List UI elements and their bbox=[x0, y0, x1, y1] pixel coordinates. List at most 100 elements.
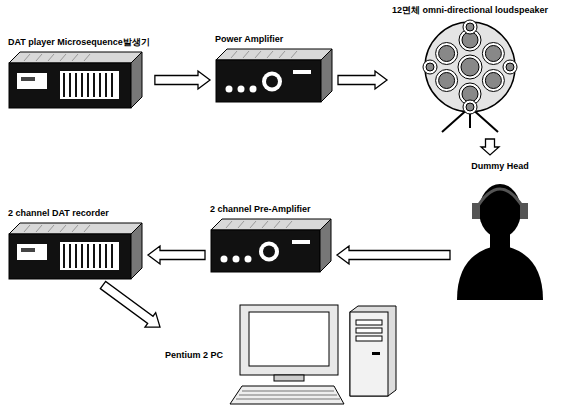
button-slot bbox=[69, 244, 71, 268]
head bbox=[479, 184, 521, 238]
button-slot bbox=[75, 244, 77, 268]
vent-line bbox=[24, 225, 30, 232]
button-slot bbox=[69, 73, 71, 97]
tower-side bbox=[350, 306, 396, 396]
display-window bbox=[17, 244, 47, 260]
device-illustration bbox=[226, 302, 401, 407]
key-row bbox=[242, 391, 334, 392]
headphone-band bbox=[476, 189, 524, 209]
button-slot bbox=[99, 244, 101, 268]
tower-front bbox=[350, 312, 388, 396]
dummy-head-figure bbox=[457, 184, 543, 300]
driver-ring bbox=[503, 60, 517, 74]
device-node: 12면체 omni-directional loudspeaker bbox=[392, 4, 548, 134]
device-label: 2 channel DAT recorder bbox=[8, 207, 109, 219]
ear-microphone bbox=[520, 203, 528, 219]
button-slot bbox=[93, 73, 95, 97]
block-arrow bbox=[481, 139, 499, 155]
amplifier-device bbox=[216, 49, 332, 102]
key-row bbox=[239, 395, 337, 396]
driver-ring bbox=[463, 100, 477, 114]
device-label: DAT player Microsequence발생기 bbox=[8, 36, 150, 48]
driver-cone bbox=[485, 46, 501, 62]
driver-ring bbox=[436, 70, 458, 92]
dat-device bbox=[9, 223, 142, 279]
drive-bay bbox=[356, 320, 382, 325]
vent-line bbox=[72, 225, 78, 232]
button-panel bbox=[60, 71, 119, 99]
amplifier-device bbox=[211, 219, 331, 272]
device-node: 2 channel Pre-Amplifier bbox=[210, 203, 332, 273]
vent-line bbox=[243, 51, 249, 58]
control-dot bbox=[221, 256, 228, 263]
driver-cone bbox=[466, 103, 474, 111]
device-top bbox=[211, 219, 331, 230]
vent-line bbox=[226, 221, 232, 228]
device-node: Pentium 2 PC bbox=[165, 302, 401, 407]
device-front bbox=[211, 230, 320, 272]
pc-figure bbox=[230, 305, 396, 404]
knob-center bbox=[266, 76, 278, 88]
button-slot bbox=[111, 73, 113, 97]
control-dot bbox=[233, 256, 240, 263]
device-illustration bbox=[8, 51, 143, 109]
vent-line bbox=[84, 54, 90, 61]
vent-line bbox=[255, 51, 261, 58]
dodecahedron-loudspeaker bbox=[423, 20, 517, 132]
device-node: 2 channel DAT recorder bbox=[8, 207, 143, 280]
display-digit bbox=[21, 248, 35, 252]
driver-cone bbox=[426, 63, 434, 71]
device-illustration bbox=[215, 48, 333, 103]
driver-ring bbox=[458, 55, 482, 79]
vent-line bbox=[286, 221, 292, 228]
dat-device bbox=[9, 52, 142, 108]
vent-line bbox=[72, 54, 78, 61]
vent-line bbox=[84, 225, 90, 232]
button-slot bbox=[63, 73, 65, 97]
device-top bbox=[9, 52, 142, 63]
drive-bay bbox=[356, 336, 382, 341]
vent-line bbox=[36, 225, 42, 232]
driver-cone bbox=[439, 73, 455, 89]
device-label: Power Amplifier bbox=[215, 33, 283, 45]
control-dot bbox=[226, 86, 233, 93]
button-slot bbox=[87, 244, 89, 268]
device-node: DAT player Microsequence발생기 bbox=[8, 36, 150, 109]
block-arrow bbox=[100, 281, 160, 327]
key-row bbox=[236, 399, 340, 400]
speaker-body bbox=[425, 22, 515, 112]
indicator bbox=[292, 240, 310, 244]
button-slot bbox=[81, 73, 83, 97]
monitor-stand bbox=[274, 375, 304, 381]
button-slot bbox=[81, 244, 83, 268]
device-front bbox=[9, 63, 131, 108]
vent-line bbox=[250, 221, 256, 228]
driver-cone bbox=[466, 23, 474, 31]
device-illustration bbox=[210, 218, 332, 273]
driver-cone bbox=[506, 63, 514, 71]
vent-line bbox=[60, 54, 66, 61]
button-slot bbox=[93, 244, 95, 268]
device-illustration bbox=[400, 19, 540, 134]
driver-ring bbox=[423, 60, 437, 74]
knob-center bbox=[263, 246, 275, 258]
control-dot bbox=[238, 86, 245, 93]
button-slot bbox=[105, 73, 107, 97]
button-slot bbox=[99, 73, 101, 97]
volume-knob bbox=[259, 242, 279, 262]
device-side bbox=[131, 223, 142, 279]
device-label: 2 channel Pre-Amplifier bbox=[210, 203, 311, 215]
vent-line bbox=[279, 51, 285, 58]
block-arrow bbox=[155, 71, 210, 89]
device-label: 12면체 omni-directional loudspeaker bbox=[392, 4, 548, 16]
vent-line bbox=[48, 54, 54, 61]
ear-microphone bbox=[472, 203, 480, 219]
device-side bbox=[131, 52, 142, 108]
volume-knob bbox=[262, 72, 282, 92]
driver-cone bbox=[485, 73, 501, 89]
vent-line bbox=[60, 225, 66, 232]
device-node: Dummy Head bbox=[455, 160, 545, 300]
block-arrow bbox=[338, 71, 387, 89]
button-slot bbox=[75, 73, 77, 97]
device-front bbox=[216, 60, 321, 102]
